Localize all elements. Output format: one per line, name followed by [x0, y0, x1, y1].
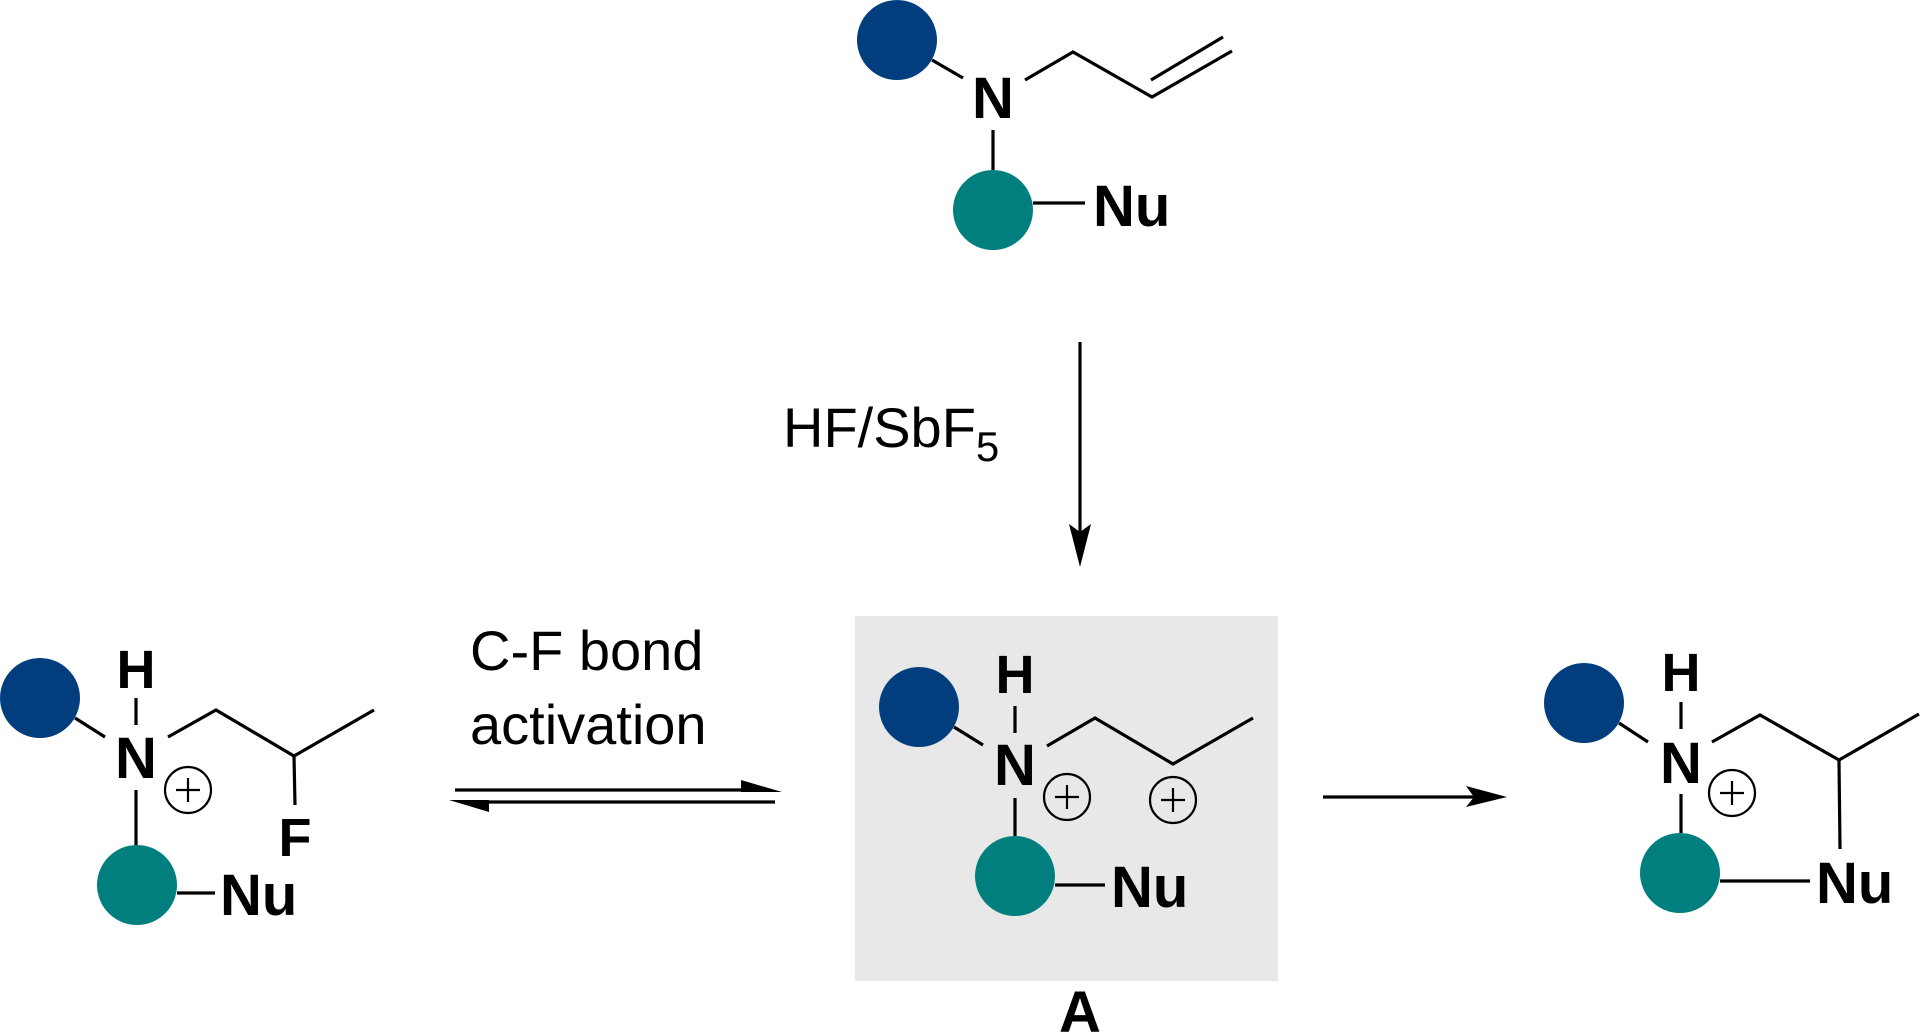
- starting-material: N Nu: [857, 0, 1233, 250]
- fluorine-atom: F: [279, 808, 312, 868]
- reagent-step: HF/SbF5: [783, 342, 1091, 567]
- hydrogen-atom: H: [996, 645, 1035, 705]
- ring-chain: [1711, 712, 1920, 762]
- reagent-label: HF/SbF5: [783, 396, 999, 470]
- bond-C-Nu: [1837, 759, 1842, 850]
- equilibrium-label-line1: C-F bond: [470, 619, 703, 682]
- bond-blue-N: [931, 58, 964, 80]
- nucleophile-label: Nu: [1816, 851, 1893, 916]
- propyl-chain: [167, 708, 375, 758]
- positive-charge-icon: [163, 765, 213, 815]
- allyl-chain: [1024, 49, 1233, 99]
- positive-charge-icon: [1707, 768, 1757, 818]
- equilibrium-label-line2: activation: [470, 693, 707, 756]
- reagent-main: HF/SbF: [783, 396, 976, 459]
- product-arrow-head: [1466, 786, 1507, 807]
- reagent-subscript: 5: [976, 423, 999, 470]
- bond-blue-N: [953, 725, 984, 747]
- equilibrium-step: C-F bond activation: [449, 619, 782, 812]
- intermediate-label: A: [1059, 980, 1101, 1032]
- nitrogen-atom: N: [994, 733, 1036, 798]
- blue-substituent-circle: [1544, 663, 1624, 743]
- forward-arrow-head: [741, 780, 782, 792]
- blue-substituent-circle: [879, 667, 959, 747]
- bond-blue-N: [1618, 721, 1649, 744]
- fluorinated-intermediate: H N Nu F: [0, 640, 375, 928]
- bond-C-F: [292, 755, 297, 806]
- cyclization-step: [1323, 786, 1507, 807]
- blue-substituent-circle: [857, 0, 937, 80]
- teal-substituent-circle: [1640, 833, 1720, 913]
- teal-substituent-circle: [975, 836, 1055, 916]
- propyl-chain: [1046, 716, 1254, 766]
- teal-substituent-circle: [953, 170, 1033, 250]
- reverse-arrow-head: [449, 800, 489, 812]
- teal-substituent-circle: [97, 845, 177, 925]
- cyclized-product: H N Nu: [1544, 643, 1920, 916]
- bond-blue-N: [74, 716, 106, 739]
- reaction-arrow-down-head: [1069, 524, 1091, 567]
- nitrogen-atom: N: [115, 726, 157, 791]
- dication-A: H N Nu A: [855, 616, 1278, 1032]
- nitrogen-atom: N: [1660, 731, 1702, 796]
- hydrogen-atom: H: [117, 640, 156, 700]
- nucleophile-label: Nu: [1093, 174, 1170, 239]
- positive-charge-icon: [1042, 772, 1092, 822]
- nitrogen-atom: N: [972, 66, 1014, 131]
- nucleophile-label: Nu: [1111, 855, 1188, 920]
- nucleophile-label: Nu: [220, 863, 297, 928]
- allyl-double-bond: [1150, 35, 1224, 82]
- hydrogen-atom: H: [1662, 643, 1701, 703]
- blue-substituent-circle: [0, 658, 80, 738]
- carbocation-charge-icon: [1148, 775, 1198, 825]
